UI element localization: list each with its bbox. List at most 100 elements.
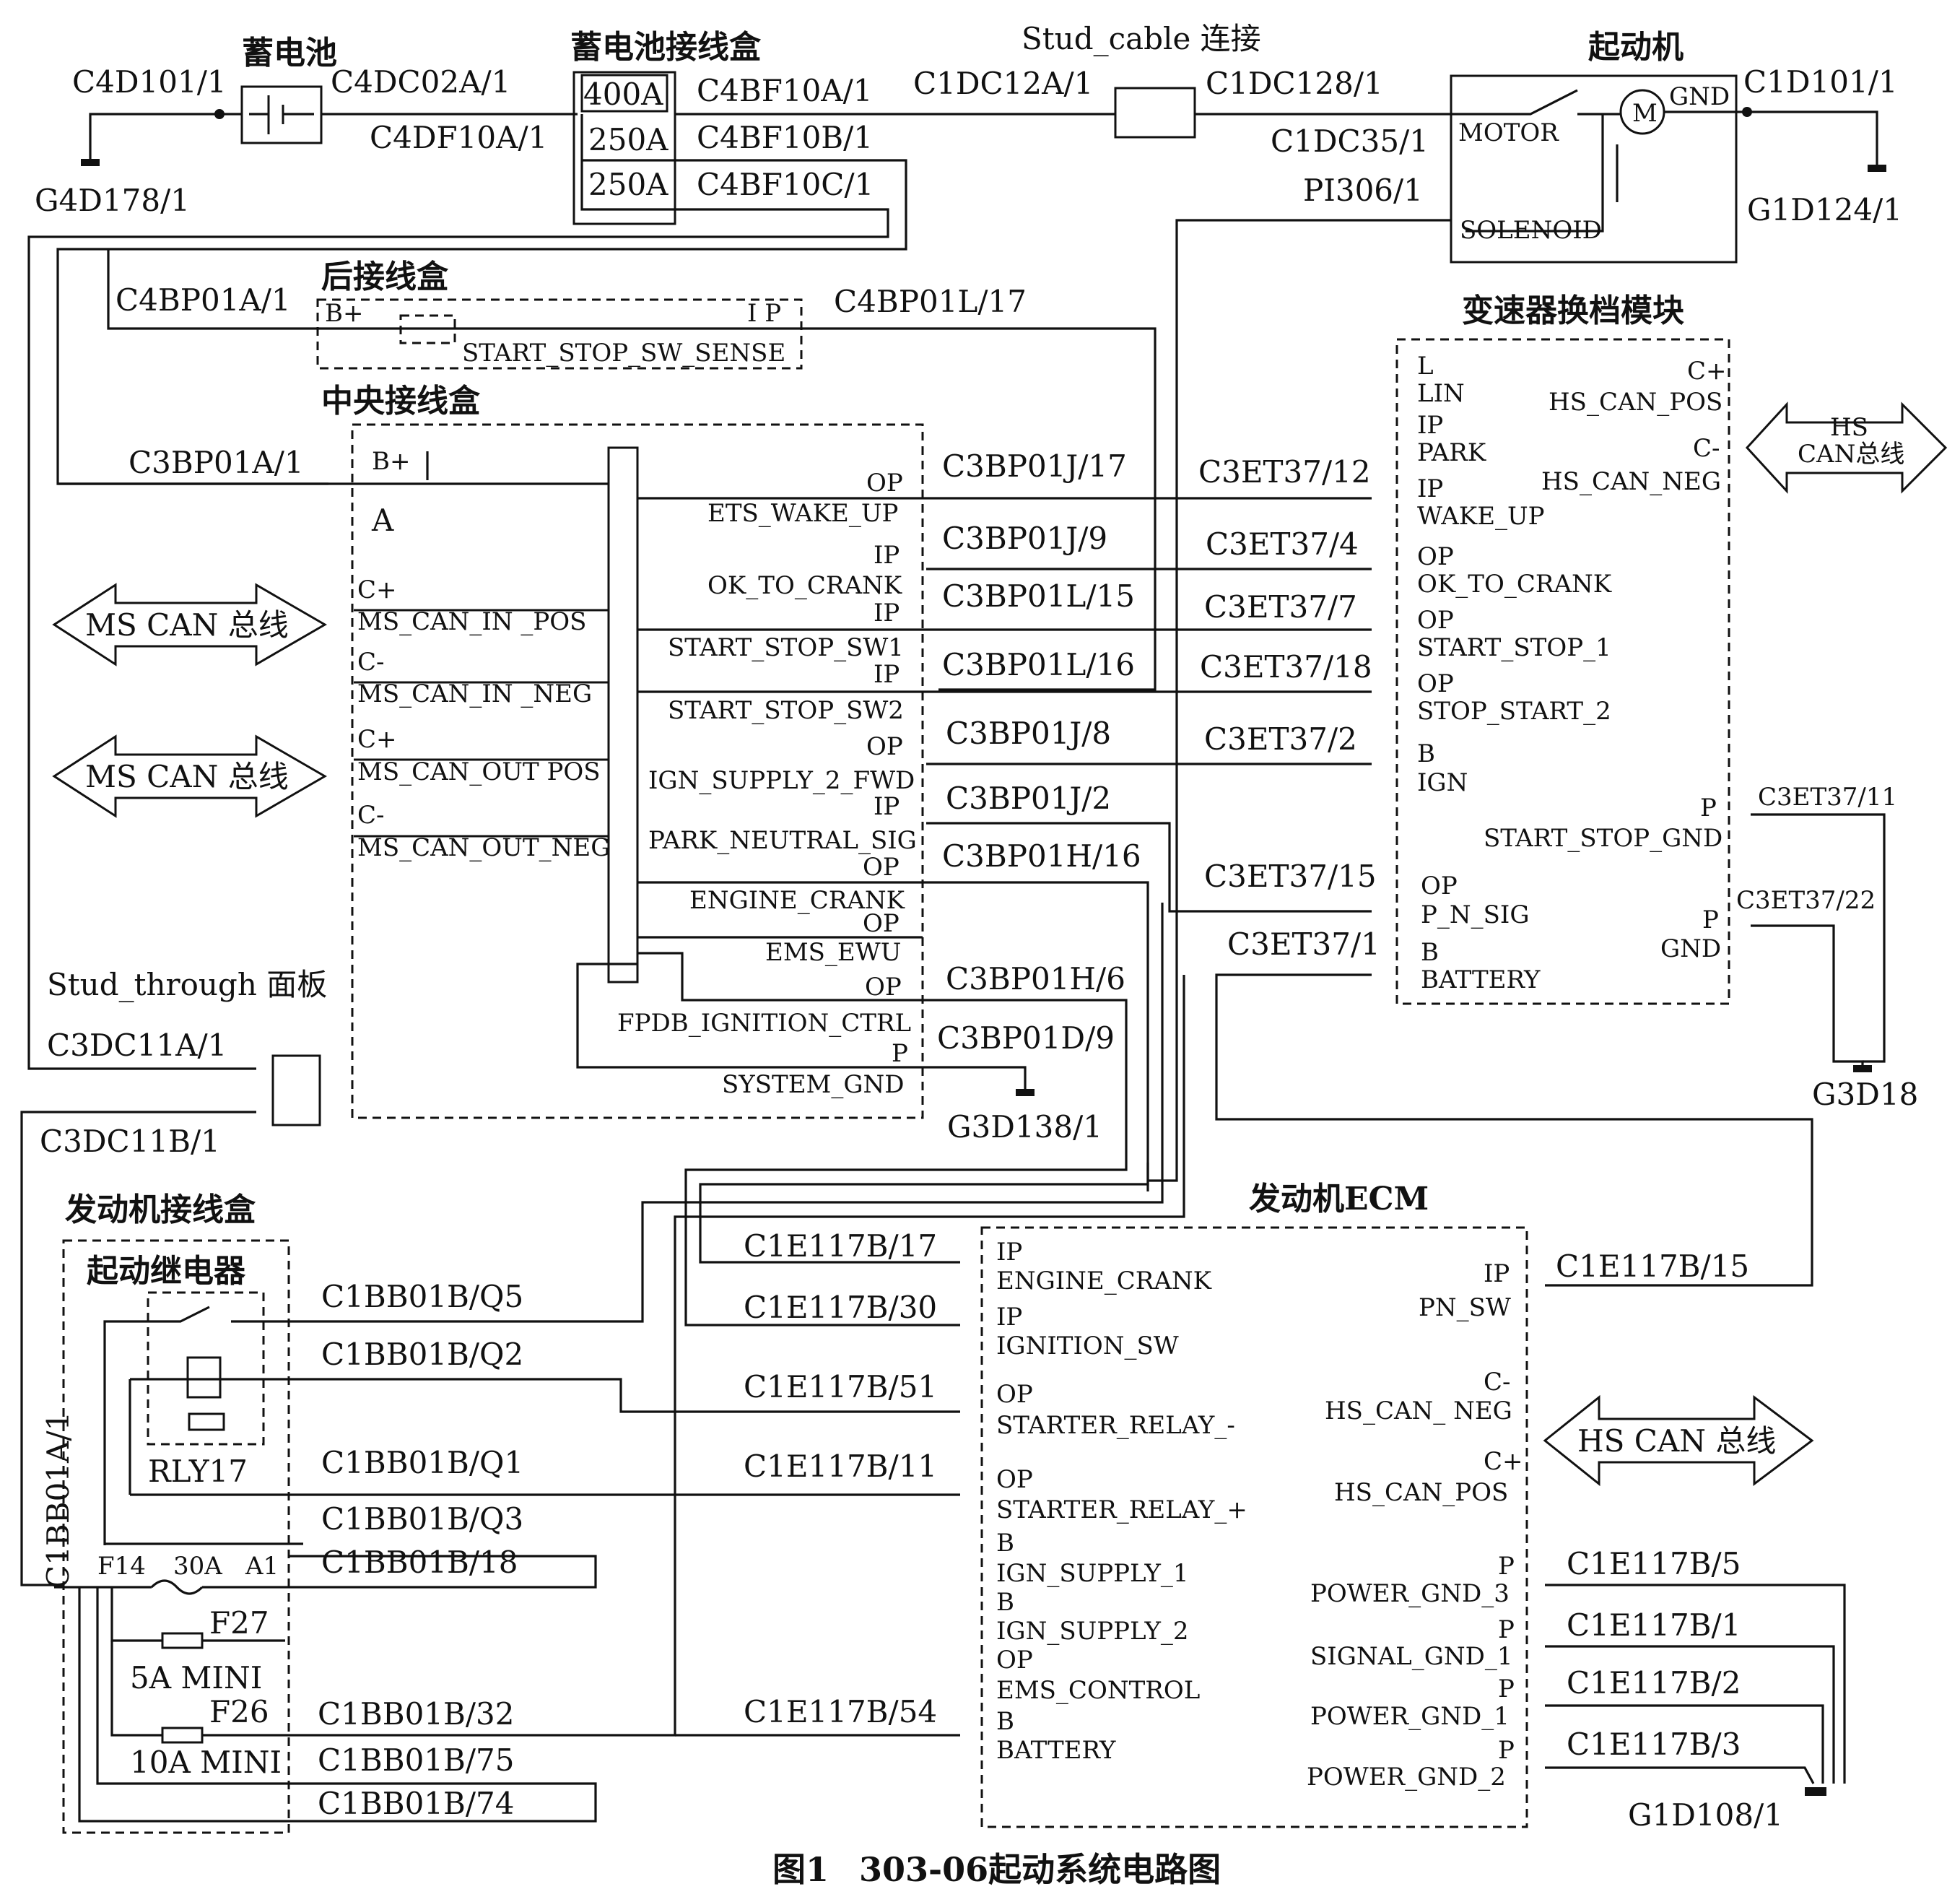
cjb-row: OP EMS_EWU: [637, 909, 923, 967]
ms-can-bus-2-label: MS CAN 总线: [85, 759, 289, 794]
tcm-row: OP OK_TO_CRANK C3ET37/4: [1206, 526, 1612, 599]
ecm-row-name: BATTERY: [996, 1736, 1116, 1765]
ecm-gnd: P SIGNAL_GND_1 C1E117B/1: [1310, 1607, 1835, 1784]
wire-fpdb-ign: [637, 952, 1128, 1326]
tcm-row-pin: C3ET37/7: [1204, 589, 1357, 625]
fuse-250a-1: 250A: [588, 122, 668, 157]
ecm-row-name: IGN_SUPPLY_2: [996, 1617, 1189, 1646]
fuse-f14-pin: A1: [245, 1552, 279, 1581]
rear-jb-box: [316, 298, 803, 370]
tcm-row: B IGN C3ET37/2: [1204, 721, 1468, 797]
tcm-row: IP WAKE_UP C3ET37/12: [1198, 454, 1545, 531]
cjb-internal-bus: [607, 446, 639, 983]
starter-switch: [1451, 89, 1578, 116]
wire-32: [303, 975, 1185, 1737]
engine-jb-box: [62, 1239, 290, 1834]
tcm-hs-pos: HS_CAN_POS: [1549, 388, 1722, 417]
cjb-cminus-2: C-: [357, 801, 385, 830]
ecm-row: OP STARTER_RELAY_+ C1E117B/11: [744, 1449, 1247, 1524]
cjb-row-type: P: [892, 1039, 908, 1068]
ecm-hs-neg: HS_CAN_ NEG: [1325, 1397, 1512, 1425]
cjb-row-type: IP: [874, 541, 900, 570]
hs-can-bus-tcm: [1745, 401, 1948, 494]
cjb-row-type: IP: [874, 660, 900, 689]
tcm-row-name: STOP_START_2: [1417, 697, 1611, 726]
tcm-row-pin: C3ET37/4: [1206, 526, 1359, 562]
ecm-row-type: B: [996, 1707, 1014, 1736]
ms-can-bus-2: [52, 734, 327, 818]
cjb-row-type: OP: [866, 732, 903, 761]
wire-75-74-loop: [78, 1587, 597, 1823]
cjb-row-name: ENGINE_CRANK: [689, 886, 905, 915]
cjb-row-type: IP: [874, 792, 900, 821]
ground-g1d108: G1D108/1: [1628, 1797, 1783, 1833]
ecm-box: [980, 1226, 1528, 1828]
tcm-row-type: OP: [1417, 669, 1454, 698]
tcm-row: IP PARK: [1417, 411, 1486, 467]
ecm-row-type: OP: [996, 1465, 1033, 1494]
ecm-hs-pos: HS_CAN_POS: [1334, 1478, 1508, 1507]
tcm-hs-neg: HS_CAN_NEG: [1541, 467, 1721, 496]
wire-tcm-gnd-2: [1751, 924, 1864, 1065]
solenoid-coil: [1465, 114, 1604, 233]
ecm-row: OP STARTER_RELAY_- C1E117B/51: [744, 1369, 1235, 1440]
cjb-row: P SYSTEM_GND C3BP01D/9: [722, 1020, 1115, 1099]
cjb-bplus: B+: [372, 447, 410, 476]
battery-jb-box: [572, 71, 676, 225]
ms-can-bus-1: [52, 583, 327, 666]
jb-bus: [580, 114, 675, 211]
ms-can-bus-1-label: MS CAN 总线: [85, 607, 289, 643]
cjb-row-name: PARK_NEUTRAL_SIG: [648, 826, 917, 855]
pin-g4d178: G4D178/1: [35, 183, 190, 218]
wire-solenoid-feed: [1146, 219, 1451, 1191]
ecm-row: B IGN_SUPPLY_2: [996, 1588, 1189, 1646]
stud-panel-pin-a: C3DC11A/1: [47, 1028, 227, 1063]
pin-c4bf10c: C4BF10C/1: [697, 167, 874, 202]
pin-75: C1BB01B/75: [318, 1742, 515, 1778]
wire-rear-jb-feed: [107, 249, 289, 330]
ecm-ip: IP: [1484, 1259, 1510, 1288]
hs-can-ecm-label: HS CAN 总线: [1577, 1423, 1776, 1459]
stud-panel-box: [271, 1054, 321, 1126]
cjb-row-name: IGN_SUPPLY_2_FWD: [648, 766, 915, 795]
cjb-row-pin: C3BP01H/6: [946, 961, 1125, 996]
ecm-row-type: IP: [996, 1303, 1022, 1332]
tcm-row-type: L: [1417, 352, 1434, 381]
stud-panel-pin-b: C3DC11B/1: [40, 1124, 220, 1159]
tcm-ss-gnd: START_STOP_GND: [1484, 824, 1722, 853]
wire-q5: [103, 903, 1164, 1545]
ecm-row: B BATTERY C1E117B/54: [744, 1694, 1116, 1765]
tcm-title: 变速器换档模块: [1462, 292, 1684, 329]
tcm-row-pin: C3ET37/12: [1198, 454, 1371, 490]
ecm-row-name: IGN_SUPPLY_1: [996, 1559, 1189, 1588]
pin-q5: C1BB01B/Q5: [321, 1279, 523, 1314]
tcm-row-name: LIN: [1417, 379, 1465, 408]
fuse-400a-box: [580, 74, 668, 113]
fuse-f27-symbol: [161, 1632, 204, 1649]
fuse-f27-rating: 5A MINI: [130, 1660, 262, 1695]
tcm-box: [1395, 338, 1730, 1005]
tcm-p1: P: [1700, 794, 1717, 822]
battery-jb-title: 蓄电池接线盒: [570, 29, 762, 66]
pin-c4bf10b: C4BF10B/1: [697, 120, 873, 155]
pin-g1d124: G1D124/1: [1747, 192, 1902, 227]
start-relay-box: [147, 1291, 265, 1446]
starter-motor-label: MOTOR: [1458, 118, 1559, 147]
motor-m-label: M: [1632, 99, 1658, 128]
rear-jb-title: 后接线盒: [321, 259, 449, 295]
cjb-cplus-2: C+: [357, 725, 397, 754]
wire-gnd: [1545, 1704, 1824, 1784]
pin-q3: C1BB01B/Q3: [321, 1501, 523, 1537]
ecm-row-type: IP: [996, 1238, 1022, 1267]
wire-tcm-gnd-1: [1751, 813, 1886, 1063]
pin-c4dc02a: C4DC02A/1: [331, 64, 510, 100]
fuse-f27: F27: [209, 1605, 269, 1641]
pin-q2: C1BB01B/Q2: [321, 1337, 523, 1372]
pin-c1dc35: C1DC35/1: [1271, 123, 1429, 159]
fuse-f26: F26: [209, 1694, 269, 1729]
rear-jb-signal: START_STOP_SW_SENSE: [462, 339, 785, 368]
ecm-gnd-name: POWER_GND_2: [1307, 1763, 1506, 1792]
pin-c4bf10a: C4BF10A/1: [697, 73, 873, 108]
ecm-cminus: C-: [1484, 1368, 1511, 1397]
tcm-row-pin: C3ET37/15: [1204, 859, 1377, 894]
